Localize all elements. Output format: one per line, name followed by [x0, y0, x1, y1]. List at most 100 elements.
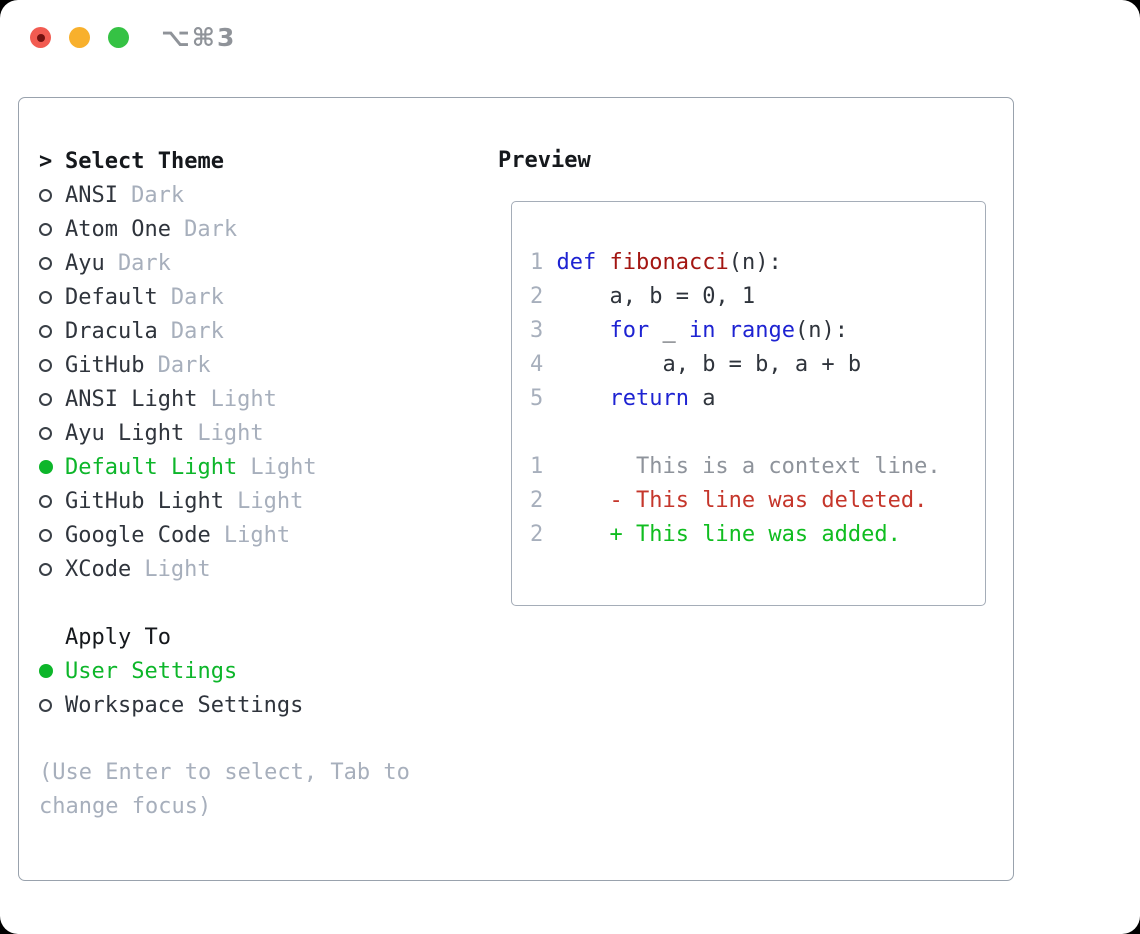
code-token: - This line was deleted.	[543, 488, 928, 513]
radio-icon	[39, 188, 52, 202]
diff-line: 2 - This line was deleted.	[530, 484, 985, 518]
preview-title: Preview	[498, 148, 591, 173]
blank-line	[530, 416, 985, 450]
theme-option[interactable]: Dracula Dark	[39, 314, 498, 348]
radio-cell	[39, 494, 65, 508]
prompt-cursor-icon: >	[39, 148, 53, 174]
option-label: Dracula	[65, 318, 158, 344]
theme-option[interactable]: GitHub Dark	[39, 348, 498, 382]
code-token: in	[688, 318, 716, 343]
radio-cell	[39, 358, 65, 372]
window-shortcut-label: ⌥⌘3	[161, 23, 237, 52]
select-theme-header: > Select Theme	[39, 144, 498, 178]
radio-icon	[39, 358, 52, 372]
option-label: ANSI Light	[65, 386, 198, 412]
code-token	[596, 250, 609, 275]
code-token: a	[688, 386, 716, 411]
line-number: 4	[530, 352, 544, 377]
code-token: (n):	[794, 318, 848, 343]
preview-column: Preview 1 def fibonacci(n):2 a, b = 0, 1…	[498, 144, 986, 880]
option-label: Ayu Light	[65, 420, 185, 446]
apply-to-header: Apply To	[39, 620, 498, 654]
help-text: (Use Enter to select, Tab to change focu…	[39, 756, 498, 824]
help-text-line: change focus)	[39, 794, 212, 819]
radio-icon	[39, 528, 52, 542]
option-label: XCode	[65, 556, 132, 582]
variant-tag: Dark	[170, 318, 224, 344]
radio-icon	[39, 562, 52, 576]
radio-icon	[39, 426, 52, 440]
code-token: This is a context line.	[543, 454, 941, 479]
variant-tag: Light	[250, 454, 317, 480]
option-label: Default Light	[65, 454, 238, 480]
option-label: GitHub	[65, 352, 145, 378]
code-token	[543, 318, 609, 343]
variant-tag: Light	[210, 386, 277, 412]
apply-to-title: Apply To	[65, 624, 171, 650]
radio-icon	[39, 256, 52, 270]
option-label: User Settings	[65, 658, 238, 684]
radio-cell	[39, 698, 65, 712]
theme-option[interactable]: Ayu Dark	[39, 246, 498, 280]
variant-tag: Light	[144, 556, 211, 582]
close-button[interactable]	[30, 27, 51, 48]
theme-option[interactable]: XCode Light	[39, 552, 498, 586]
radio-cell	[39, 290, 65, 304]
code-token	[543, 386, 609, 411]
variant-tag: Light	[237, 488, 304, 514]
apply-to-option[interactable]: User Settings	[39, 654, 498, 688]
line-number: 1	[530, 250, 544, 275]
theme-option[interactable]: Ayu Light Light	[39, 416, 498, 450]
radio-cell	[39, 664, 65, 678]
help-text-line: (Use Enter to select, Tab to	[39, 760, 410, 785]
radio-icon	[39, 290, 52, 304]
code-token: _	[649, 318, 689, 343]
theme-option[interactable]: Default Light Light	[39, 450, 498, 484]
minimize-button[interactable]	[69, 27, 90, 48]
variant-tag: Dark	[170, 284, 224, 310]
variant-tag: Light	[197, 420, 264, 446]
variant-tag: Dark	[157, 352, 211, 378]
code-line: 5 return a	[530, 382, 985, 416]
zoom-button[interactable]	[108, 27, 129, 48]
code-line: 3 for _ in range(n):	[530, 314, 985, 348]
code-token: def	[556, 250, 597, 275]
code-line: 2 a, b = 0, 1	[530, 280, 985, 314]
apply-to-option[interactable]: Workspace Settings	[39, 688, 498, 722]
spacer	[39, 722, 498, 756]
line-number: 1	[530, 454, 544, 479]
radio-cell	[39, 426, 65, 440]
code-token	[543, 250, 556, 275]
code-line: 1 def fibonacci(n):	[530, 246, 985, 280]
option-label: Ayu	[65, 250, 105, 276]
radio-cell	[39, 222, 65, 236]
line-number: 2	[530, 522, 544, 547]
code-token	[715, 318, 728, 343]
line-number: 2	[530, 284, 544, 309]
theme-option[interactable]: GitHub Light Light	[39, 484, 498, 518]
code-token: range	[728, 318, 795, 343]
radio-cell	[39, 460, 65, 474]
option-label: Atom One	[65, 216, 171, 242]
theme-option[interactable]: ANSI Light Light	[39, 382, 498, 416]
option-label: GitHub Light	[65, 488, 224, 514]
radio-cell	[39, 324, 65, 338]
variant-tag: Dark	[117, 250, 171, 276]
code-token: fibonacci	[609, 250, 729, 275]
code-token: a, b = b, a + b	[543, 352, 862, 377]
code-token: return	[609, 386, 689, 411]
radio-selected-icon	[39, 460, 53, 474]
close-dot-icon	[36, 33, 45, 42]
code-token: for	[609, 318, 650, 343]
code-token: + This line was added.	[543, 522, 901, 547]
line-number: 3	[530, 318, 544, 343]
option-label: Workspace Settings	[65, 692, 304, 718]
